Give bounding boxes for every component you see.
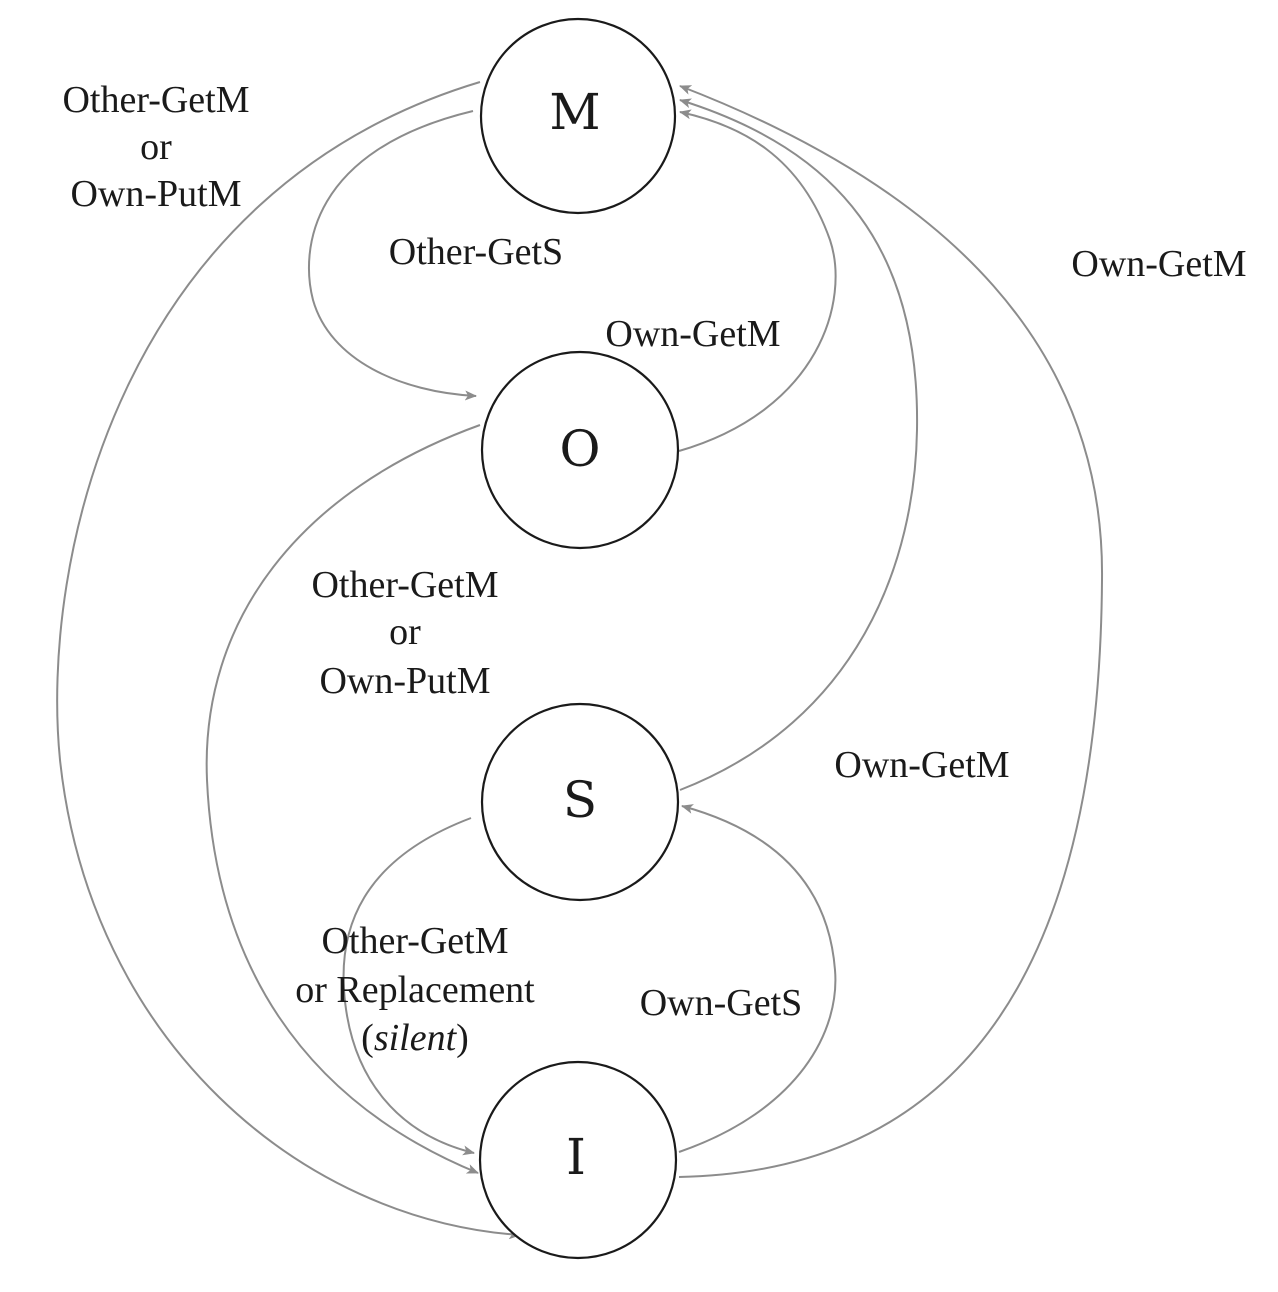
label-m-to-o: Other-GetS — [389, 231, 563, 273]
label-m-to-i-line2: or — [140, 126, 172, 168]
label-o-to-i-line2: or — [389, 611, 421, 653]
label-s-to-i-line2: or Replacement — [295, 969, 535, 1011]
label-s-to-i-line3: (silent) — [361, 1017, 469, 1059]
label-s-to-i-paren-open: ( — [361, 1017, 374, 1059]
state-s: S — [480, 702, 680, 902]
edge-m-to-o — [308, 110, 477, 401]
state-s-circle — [480, 702, 680, 902]
label-i-to-m: Own-GetM — [1071, 243, 1246, 285]
label-o-to-i: Other-GetM or Own-PutM — [311, 564, 498, 702]
label-s-to-i-line1: Other-GetM — [321, 920, 508, 962]
label-m-to-i-line3: Own-PutM — [70, 173, 241, 215]
state-m-circle — [479, 17, 677, 215]
edge-o-to-m — [678, 109, 837, 452]
state-m-label: M — [549, 83, 600, 141]
state-s-label: S — [563, 771, 597, 829]
edge-s-to-m — [679, 98, 919, 791]
label-s-to-m: Own-GetM — [834, 744, 1009, 786]
edge-i-to-s — [678, 804, 837, 1153]
label-s-to-i: Other-GetM or Replacement (silent) — [295, 920, 535, 1059]
edge-o-to-i — [205, 424, 481, 1174]
label-s-to-i-silent: silent — [374, 1017, 458, 1059]
label-i-to-s: Own-GetS — [640, 982, 803, 1024]
state-o-label: O — [560, 420, 601, 478]
state-m: M — [479, 17, 677, 215]
state-i-circle — [478, 1060, 678, 1260]
label-o-to-i-line1: Other-GetM — [311, 564, 498, 606]
label-m-to-i: Other-GetM or Own-PutM — [62, 79, 249, 215]
label-s-to-i-paren-close: ) — [456, 1017, 469, 1059]
state-i-label: I — [566, 1128, 586, 1186]
edge-s-to-i — [342, 817, 475, 1156]
edge-i-to-m — [678, 85, 1104, 1178]
state-o: O — [480, 350, 680, 550]
state-o-circle — [480, 350, 680, 550]
label-o-to-i-line3: Own-PutM — [319, 660, 490, 702]
label-m-to-i-line1: Other-GetM — [62, 79, 249, 121]
state-i: I — [478, 1060, 678, 1260]
label-o-to-m: Own-GetM — [605, 313, 780, 355]
edge-m-to-i — [56, 81, 521, 1240]
